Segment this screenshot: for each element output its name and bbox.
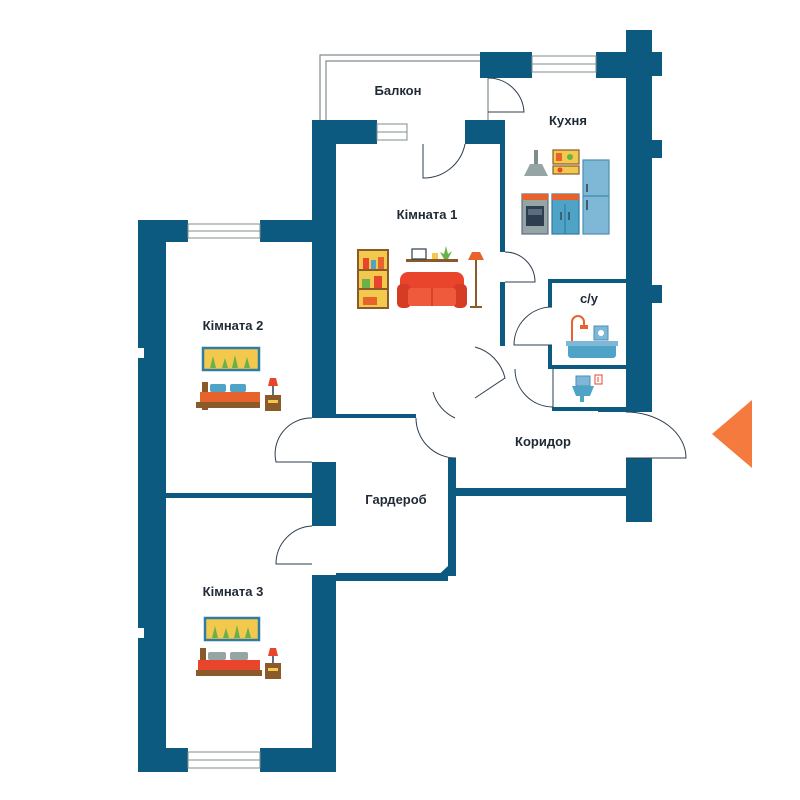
room-labels: Балкон Кухня Кімната 1 Кімната 2 Кімната…	[203, 83, 599, 599]
left-notch-2	[138, 628, 144, 638]
bathtub-icon	[566, 315, 618, 358]
wall-bath-bottom	[548, 365, 626, 369]
door-room3	[275, 525, 313, 565]
wall-right-column	[626, 30, 652, 412]
toilet-icon	[572, 374, 603, 402]
stove-icon	[521, 193, 549, 235]
doors	[274, 77, 687, 565]
sofa-icon	[397, 272, 467, 308]
kitchen-cabinet-icon	[552, 149, 580, 175]
wall-right-bottom	[626, 458, 652, 522]
windows	[187, 55, 597, 769]
bookshelf-icon	[357, 249, 389, 309]
door-room1	[474, 346, 506, 399]
wall-shelf-icon	[406, 246, 458, 262]
balcony-rail-outer	[319, 54, 480, 120]
wall-wc-bottom	[552, 407, 626, 411]
wall-wardrobe-bottom	[336, 573, 448, 581]
wall-room2-right	[312, 120, 336, 418]
door-wc	[514, 368, 554, 408]
label-corridor: Коридор	[515, 434, 571, 449]
door-corridor-left	[415, 417, 457, 459]
door-balcony	[422, 143, 466, 179]
wall-corridor-bottom	[456, 488, 626, 496]
kitchen-furniture	[521, 149, 610, 235]
door-balcony-kitchen	[487, 77, 525, 113]
wall-wardrobe-corner	[432, 560, 456, 581]
label-room3: Кімната 3	[203, 584, 264, 599]
outer-walls	[138, 30, 662, 772]
wall-room1-bottom	[336, 414, 416, 418]
label-balcony: Балкон	[375, 83, 422, 98]
painting-icon	[203, 616, 261, 642]
wall-corridor-top	[598, 407, 626, 412]
left-notch-1	[138, 348, 144, 358]
wall-right-notch-top	[652, 52, 662, 76]
balcony	[319, 54, 489, 120]
wall-kitchen-top-left	[480, 52, 532, 78]
range-hood-icon	[524, 150, 548, 176]
door-room2	[274, 417, 313, 463]
wall-right-notch-low	[652, 285, 662, 303]
balcony-rail-inner	[325, 60, 480, 120]
bed-icon	[196, 648, 262, 676]
wall-room1-top-left	[312, 120, 377, 144]
wall-left	[138, 220, 166, 772]
cupboard-icon	[551, 193, 580, 235]
label-kitchen: Кухня	[549, 113, 587, 128]
room3-furniture	[196, 616, 281, 679]
wall-bath-top	[548, 279, 626, 283]
wall-kitchen-lower-left	[500, 282, 505, 346]
label-room2: Кімната 2	[203, 318, 264, 333]
inner-walls	[166, 144, 626, 526]
wall-bath-left	[548, 279, 552, 307]
wall-top-room2-left	[138, 220, 188, 242]
wall-room2-lower-right	[312, 462, 336, 526]
wall-bath-left-low	[548, 345, 552, 369]
bed-icon	[196, 382, 260, 410]
door-bath	[513, 306, 553, 346]
room1-furniture	[357, 246, 484, 309]
room2-furniture	[196, 346, 281, 411]
wall-room3-right	[312, 575, 336, 772]
wall-room2-room3	[166, 493, 312, 498]
wall-wardrobe-right	[448, 458, 456, 576]
label-wardrobe: Гардероб	[365, 492, 426, 507]
label-bathroom: с/у	[580, 291, 599, 306]
wall-notches	[138, 348, 144, 638]
bedside-lamp-icon	[265, 648, 281, 679]
wall-room1-top-right	[465, 120, 505, 144]
door-kitchen	[504, 251, 536, 283]
fridge-icon	[582, 159, 610, 235]
painting-icon	[201, 346, 261, 372]
door-room1-left	[432, 391, 456, 419]
door-entrance	[625, 411, 687, 459]
label-room1: Кімната 1	[397, 207, 458, 222]
floor-lamp-icon	[468, 252, 484, 308]
bathroom-furniture	[566, 315, 618, 402]
entrance-arrow-icon	[712, 400, 752, 468]
wall-bottom-left	[138, 748, 188, 772]
wall-room1-kitchen	[500, 144, 505, 252]
wall-right-notch-mid	[652, 140, 662, 158]
bedside-lamp-icon	[265, 378, 281, 411]
